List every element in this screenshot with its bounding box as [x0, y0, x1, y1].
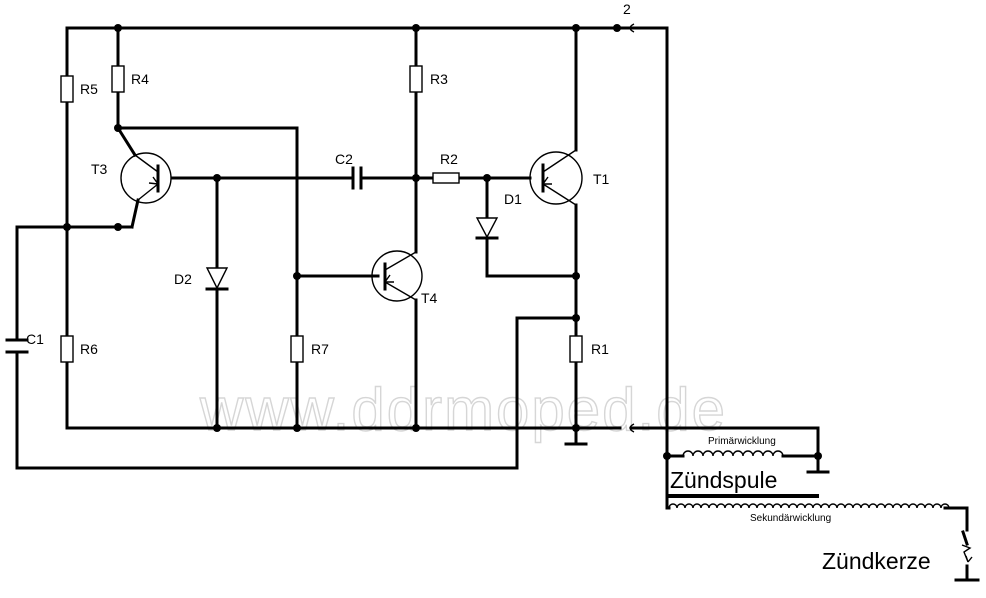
resistor-r3: R3	[409, 65, 448, 93]
ignition-coil-label: Zündspule	[670, 467, 777, 493]
terminal-2: 2	[623, 1, 635, 33]
watermark: www.ddrmoped.de	[199, 376, 727, 443]
resistor-r5: R5	[60, 75, 98, 103]
r3-label: R3	[430, 71, 448, 87]
r1-label: R1	[591, 341, 609, 357]
c1-label: C1	[26, 331, 44, 347]
d2-label: D2	[174, 271, 192, 287]
t3-label: T3	[91, 161, 108, 177]
resistor-r7: R7	[290, 335, 329, 363]
terminal-ground	[629, 423, 635, 433]
coil-core	[667, 494, 819, 498]
resistor-r2: R2	[432, 151, 460, 184]
wires	[15, 26, 980, 582]
d1-label: D1	[504, 191, 522, 207]
resistor-r1: R1	[569, 335, 609, 363]
capacitor-c1: C1	[5, 331, 44, 354]
secondary-winding: Sekundärwicklung	[668, 503, 950, 524]
spark-plug-label: Zündkerze	[822, 548, 931, 574]
resistor-r6: R6	[60, 335, 98, 363]
primary-winding: Primärwicklung	[682, 436, 784, 457]
transistor-t1: T1	[529, 149, 610, 206]
secondary-winding-label: Sekundärwicklung	[750, 513, 831, 524]
t4-label: T4	[421, 290, 438, 306]
t1-label: T1	[593, 171, 610, 187]
r5-label: R5	[80, 81, 98, 97]
r7-label: R7	[311, 341, 329, 357]
capacitor-c2: C2	[335, 151, 363, 190]
diode-d2: D2	[174, 267, 229, 291]
transistor-t4: T4	[371, 250, 438, 306]
c2-label: C2	[335, 151, 353, 167]
transistor-t3: T3	[91, 152, 172, 204]
r2-label: R2	[440, 151, 458, 167]
r4-label: R4	[131, 71, 149, 87]
junction-dots	[63, 24, 822, 460]
resistor-r4: R4	[111, 65, 149, 93]
terminal-2-label: 2	[623, 1, 631, 17]
spark-plug-icon	[961, 530, 973, 563]
r6-label: R6	[80, 341, 98, 357]
primary-winding-label: Primärwicklung	[708, 436, 776, 447]
diode-d1: D1	[475, 191, 522, 240]
